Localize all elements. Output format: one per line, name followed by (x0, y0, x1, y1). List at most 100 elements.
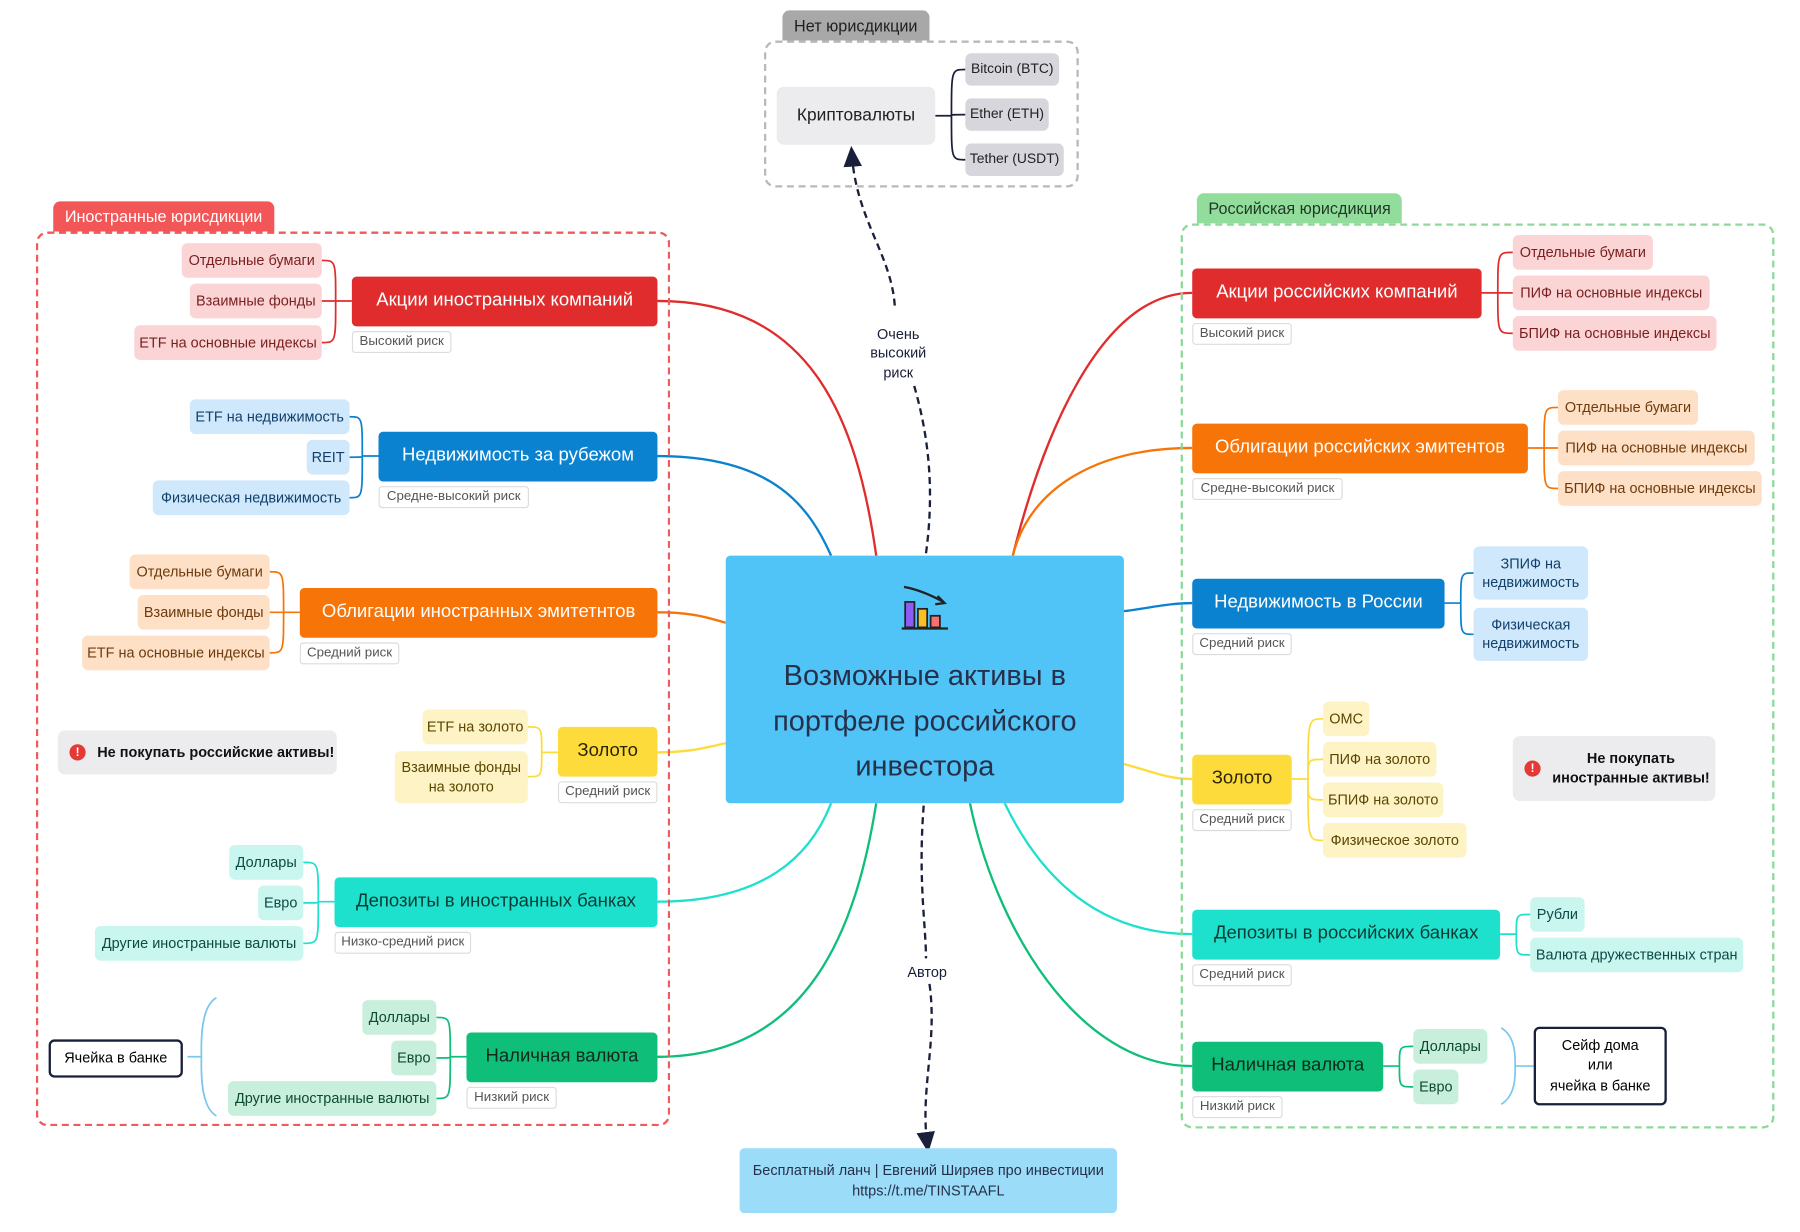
central-topic-title: Возможные активы в портфеле российского … (773, 659, 1077, 782)
left-branch-foreign-bonds[interactable]: Облигации иностранных эмитетнтов (299, 588, 658, 638)
branch-connector (657, 299, 878, 556)
leaf-node[interactable]: Отдельные бумаги (129, 554, 270, 590)
alert-icon: ! (1524, 760, 1541, 777)
leaf-node[interactable]: ETF на золото (422, 709, 528, 745)
branch-connector (1011, 291, 1193, 556)
bracket-connector (1444, 572, 1474, 636)
left-branch-foreign-stocks[interactable]: Акции иностранных компаний (351, 276, 658, 327)
branch-connector (657, 454, 833, 557)
leaf-node[interactable]: REIT (306, 439, 350, 475)
author-connector (922, 805, 932, 1144)
right-branch-russian-stocks[interactable]: Акции российских компаний (1192, 268, 1482, 319)
crypto-item-usdt[interactable]: Tether (USDT) (965, 143, 1064, 176)
leaf-node[interactable]: Евро (391, 1040, 437, 1076)
leaf-node[interactable]: Доллары (229, 844, 304, 880)
leaf-node[interactable]: Физическое золото (1323, 822, 1467, 858)
leaf-node[interactable]: Рубли (1530, 897, 1585, 932)
risk-badge: Средне-высокий риск (378, 486, 529, 509)
risk-badge: Средний риск (299, 642, 400, 665)
no-jurisdiction-tag: Нет юрисдикции (782, 10, 930, 41)
left-branch-gold[interactable]: Золото (557, 726, 658, 777)
right-branch-russian-bonds[interactable]: Облигации российских эмитентов (1192, 423, 1528, 474)
leaf-node[interactable]: Валюта дружественных стран (1530, 937, 1744, 973)
leaf-node[interactable]: ЗПИФ на недвижимость (1473, 546, 1589, 600)
crypto-frame (763, 40, 1079, 188)
leaf-node[interactable]: ETF на основные индексы (134, 325, 322, 360)
branch-connector (657, 611, 727, 624)
left-warning-text: Не покупать российские активы! (97, 744, 335, 761)
leaf-node[interactable]: Взаимные фонды (137, 594, 270, 630)
leaf-node[interactable]: Взаимные фонды на золото (394, 751, 528, 804)
right-warning: ! Не покупать иностранные активы! (1512, 736, 1716, 801)
leaf-node[interactable]: ПИФ на основные индексы (1557, 430, 1755, 466)
crypto-item-btc[interactable]: Bitcoin (BTC) (965, 53, 1060, 86)
branch-connector (657, 803, 878, 1058)
leaf-node[interactable]: ETF на основные индексы (82, 635, 270, 671)
leaf-node[interactable]: Физическая недвижимость (152, 480, 350, 516)
bracket-connector (1481, 251, 1513, 335)
left-branch-cash[interactable]: Наличная валюта (466, 1032, 658, 1083)
leaf-node[interactable]: Евро (1413, 1069, 1459, 1105)
bracket-connector (935, 68, 966, 161)
leaf-node[interactable]: Отдельные бумаги (1557, 390, 1699, 425)
risk-badge: Низкий риск (466, 1086, 557, 1109)
russian-jurisdiction-frame (1180, 223, 1775, 1129)
left-warning: ! Не покупать российские активы! (57, 730, 337, 775)
leaf-node[interactable]: ПИФ на основные индексы (1512, 275, 1710, 311)
crypto-node[interactable]: Криптовалюты (776, 86, 936, 145)
central-topic[interactable]: Возможные активы в портфеле российского … (725, 555, 1124, 804)
bracket-connector (1527, 406, 1558, 490)
leaf-node[interactable]: ETF на недвижимость (189, 399, 350, 435)
right-branch-gold[interactable]: Золото (1192, 754, 1292, 805)
leaf-node[interactable]: ПИФ на золото (1323, 741, 1437, 777)
leaf-node[interactable]: Взаимные фонды (189, 283, 322, 319)
footer-title: Бесплатный ланч | Евгений Ширяев про инв… (752, 1161, 1104, 1179)
author-footer[interactable]: Бесплатный ланч | Евгений Ширяев про инв… (739, 1148, 1117, 1214)
bracket-connector (349, 415, 379, 499)
branch-connector (1011, 446, 1193, 556)
left-branch-foreign-deposits[interactable]: Депозиты в иностранных банках (334, 877, 658, 928)
leaf-node[interactable]: Доллары (362, 1000, 437, 1035)
right-warning-text: Не покупать иностранные активы! (1552, 749, 1710, 786)
branch-connector (657, 802, 833, 903)
leaf-node[interactable]: Отдельные бумаги (181, 243, 322, 278)
foreign-jurisdiction-tag: Иностранные юрисдикции (53, 201, 274, 232)
leaf-node[interactable]: Отдельные бумаги (1512, 234, 1653, 270)
leaf-node[interactable]: Другие иностранные валюты (94, 926, 304, 961)
bracket-connector (436, 1016, 467, 1100)
alert-icon: ! (69, 744, 86, 761)
leaf-node[interactable]: ОМС (1323, 701, 1370, 737)
right-branch-russian-real-estate[interactable]: Недвижимость в России (1192, 578, 1445, 629)
leaf-node[interactable]: Физическая недвижимость (1473, 607, 1589, 661)
leaf-node[interactable]: БПИФ на основные индексы (1512, 315, 1717, 351)
bracket-connector (1291, 717, 1324, 842)
leaf-node[interactable]: Доллары (1413, 1029, 1488, 1064)
risk-badge: Низко-средний риск (334, 931, 472, 954)
left-cash-note: Ячейка в банке (48, 1039, 183, 1078)
right-branch-russian-deposits[interactable]: Депозиты в российских банках (1192, 909, 1501, 960)
bracket-connector (1383, 1045, 1414, 1088)
russian-jurisdiction-tag: Российская юрисдикция (1196, 193, 1403, 224)
bracket-connector (269, 570, 300, 654)
branch-connector (1123, 762, 1193, 781)
branch-connector (968, 803, 1193, 1068)
branch-connector (657, 741, 727, 754)
leaf-node[interactable]: Евро (258, 885, 304, 921)
very-high-risk-label: Очень высокий риск (862, 325, 935, 382)
left-branch-foreign-real-estate[interactable]: Недвижимость за рубежом (378, 431, 658, 482)
risk-badge: Низкий риск (1192, 1096, 1283, 1119)
leaf-node[interactable]: БПИФ на золото (1323, 782, 1444, 818)
risk-badge: Средний риск (1192, 964, 1292, 987)
crypto-item-eth[interactable]: Ether (ETH) (965, 98, 1049, 131)
leaf-node[interactable]: БПИФ на основные индексы (1557, 471, 1762, 506)
right-branch-cash[interactable]: Наличная валюта (1192, 1041, 1384, 1092)
right-cash-note: Сейф дома или ячейка в банке (1533, 1026, 1667, 1106)
bracket-connector (1500, 913, 1531, 956)
risk-badge: Высокий риск (1192, 322, 1292, 345)
leaf-node[interactable]: Другие иностранные валюты (228, 1081, 437, 1116)
footer-link[interactable]: https://t.me/TINSTAAFL (852, 1182, 1005, 1200)
branch-connector (1003, 802, 1193, 936)
risk-badge: Средний риск (1192, 809, 1292, 832)
